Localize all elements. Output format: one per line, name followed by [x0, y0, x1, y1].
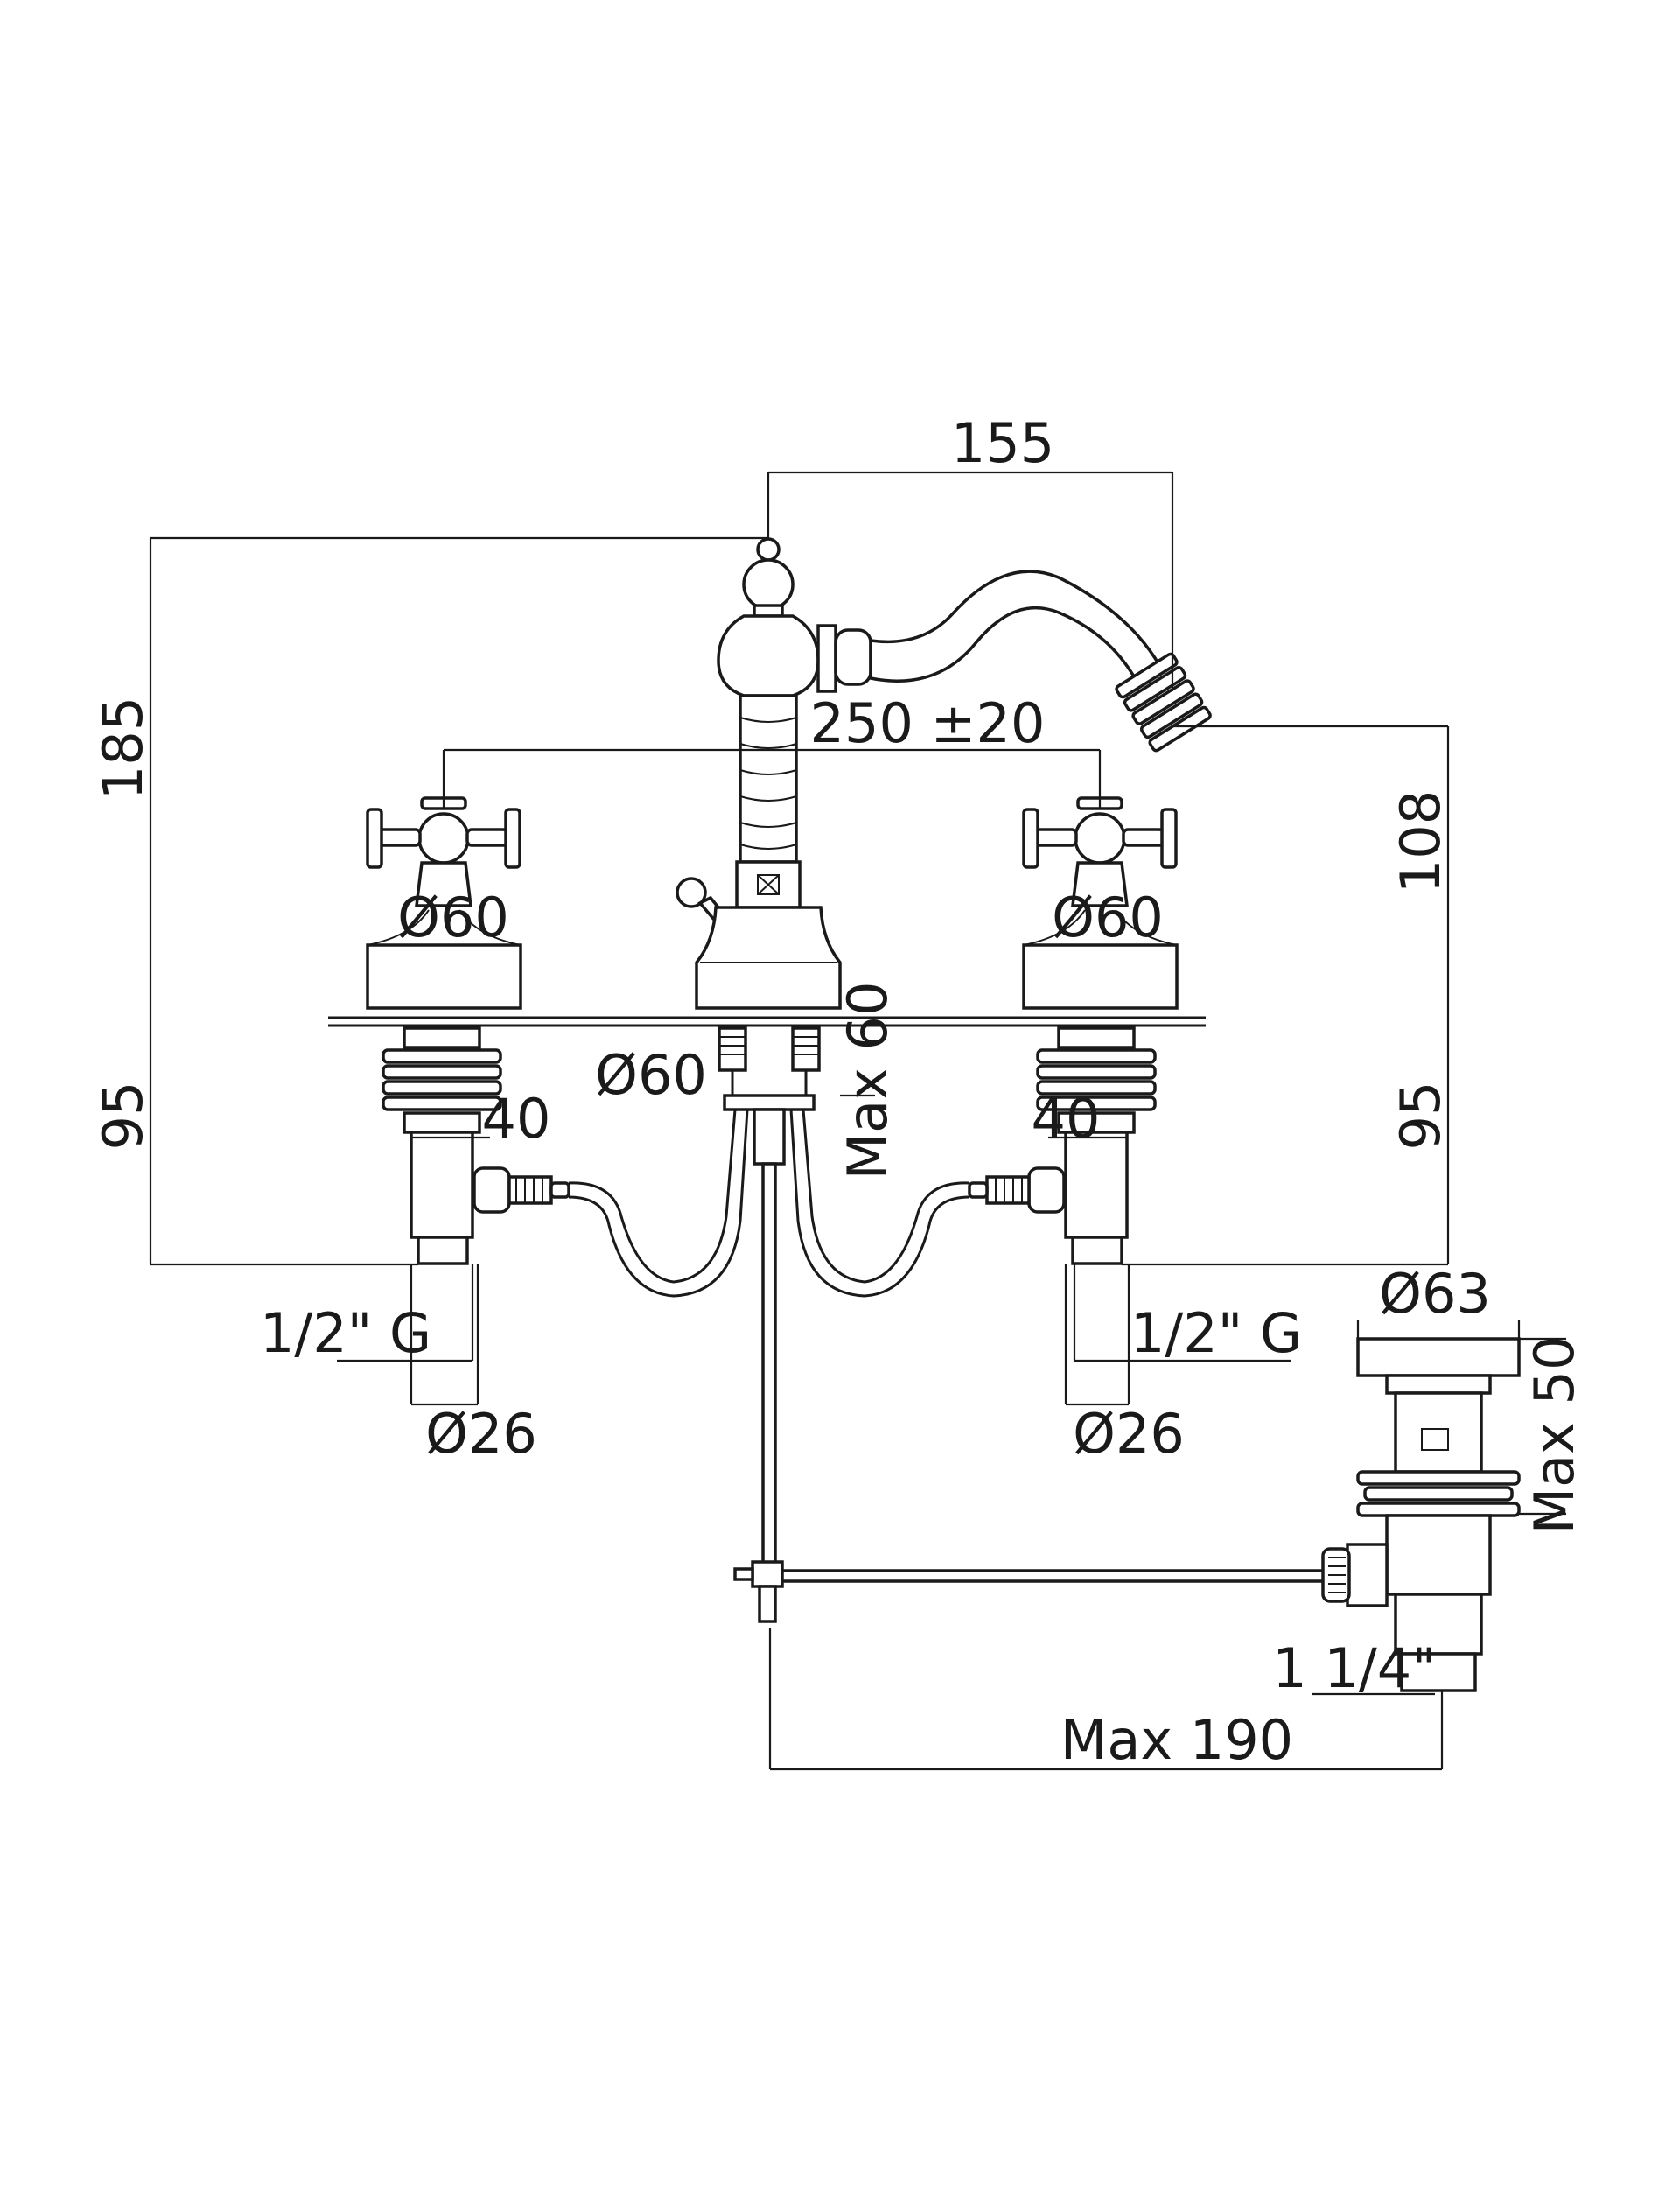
label-shank-right: Ø26	[1073, 1402, 1185, 1466]
right-valve-body	[968, 1026, 1157, 1265]
label-tail-right: 40	[1032, 1087, 1101, 1151]
label-max-deck: Max 60	[836, 982, 900, 1180]
spout-body	[676, 537, 1212, 1010]
flexible-hoses	[568, 1109, 970, 1298]
label-tail-left: 40	[482, 1087, 551, 1151]
left-tap-handle	[366, 796, 522, 1010]
left-valve-body	[382, 1026, 570, 1265]
label-conn-right: 1/2" G	[1130, 1301, 1302, 1365]
right-tap-handle	[1022, 796, 1179, 1010]
label-body-dia: Ø60	[595, 1043, 707, 1107]
label-under-right: 95	[1389, 1082, 1452, 1151]
dimension-lines	[149, 471, 1566, 1771]
label-waste-dia: Ø63	[1379, 1262, 1491, 1326]
popup-rod	[733, 1162, 1326, 1623]
label-handle-right-dia: Ø60	[1052, 886, 1164, 949]
label-waste-thread: 1 1/4"	[1272, 1636, 1436, 1700]
deck-plate	[328, 1016, 1206, 1027]
label-spout-height: 108	[1389, 790, 1452, 893]
label-conn-left: 1/2" G	[260, 1301, 431, 1365]
label-handle-left-dia: Ø60	[397, 886, 509, 949]
label-spout-reach: 155	[951, 411, 1054, 475]
label-centers: 250 ±20	[810, 691, 1046, 755]
dimension-labels: 155 185 250 ±20 108 Ø60 Ø60 Ø60 Max 60 9…	[91, 411, 1586, 1772]
central-fixing	[718, 1026, 821, 1166]
label-shank-left: Ø26	[425, 1402, 537, 1466]
waste-drain	[1321, 1337, 1521, 1692]
label-waste-max: Max 50	[1522, 1336, 1586, 1535]
label-rod-max: Max 190	[1060, 1708, 1293, 1772]
label-total-height: 185	[91, 696, 155, 800]
label-under-left: 95	[91, 1082, 155, 1151]
